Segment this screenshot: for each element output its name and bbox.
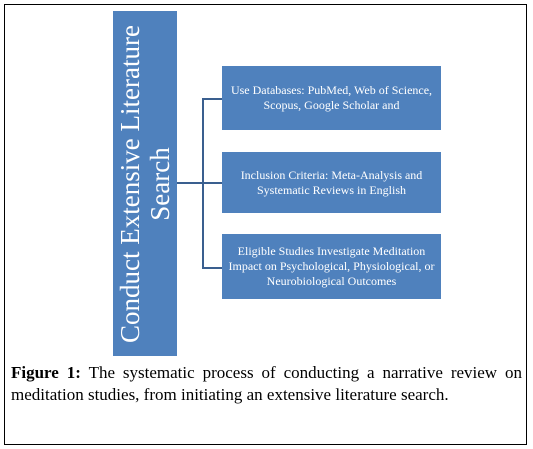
databases-text: Use Databases: PubMed, Web of Science, S… bbox=[230, 83, 433, 112]
connector-to-databases bbox=[202, 98, 222, 100]
main-process-box: Conduct Extensive Literature Search bbox=[113, 11, 177, 356]
connector-to-eligible bbox=[202, 267, 222, 269]
eligible-studies-box: Eligible Studies Investigate Meditation … bbox=[222, 234, 441, 299]
main-process-label: Conduct Extensive Literature Search bbox=[115, 24, 175, 343]
connector-stem bbox=[177, 182, 203, 184]
figure-caption: Figure 1: The systematic process of cond… bbox=[11, 362, 522, 406]
inclusion-criteria-text: Inclusion Criteria: Meta-Analysis and Sy… bbox=[240, 167, 423, 197]
connector-to-criteria bbox=[202, 182, 222, 184]
caption-label: Figure 1: bbox=[11, 363, 81, 382]
eligible-studies-text: Eligible Studies Investigate Meditation … bbox=[228, 244, 435, 288]
databases-box: Use Databases: PubMed, Web of Science, S… bbox=[222, 66, 441, 130]
caption-text: The systematic process of conducting a n… bbox=[11, 363, 522, 404]
inclusion-criteria-box: Inclusion Criteria: Meta-Analysis and Sy… bbox=[222, 152, 441, 213]
